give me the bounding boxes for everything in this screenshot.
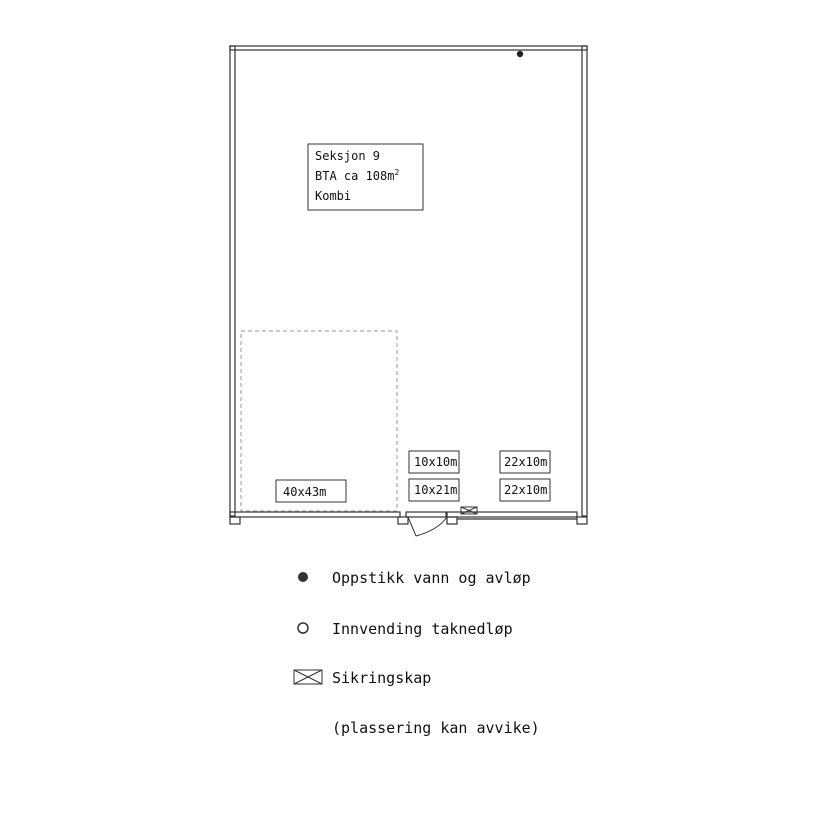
legend-note: (plassering kan avvike) (332, 719, 540, 737)
port-label-1: 10x10m (408, 450, 460, 474)
wall-stub-right (576, 516, 588, 525)
left-wall (229, 45, 236, 517)
door-swing-arc (415, 516, 448, 537)
top-wall (229, 45, 588, 51)
svg-text:40x43m: 40x43m (283, 485, 326, 499)
section-name: Seksjon 9 (315, 149, 380, 163)
svg-text:22x10m: 22x10m (504, 483, 547, 497)
entry-door (407, 516, 448, 537)
legend: Oppstikk vann og avløp Innvending takned… (293, 569, 540, 737)
section-area: BTA ca 108m2 (315, 168, 399, 183)
legend-item-water: Oppstikk vann og avløp (332, 569, 531, 587)
filled-dot-icon (298, 572, 308, 582)
port-label-2: 10x21m (408, 478, 460, 502)
svg-text:10x10m: 10x10m (414, 455, 457, 469)
bottom-wall-mid (405, 511, 447, 518)
bottom-wall-left (229, 511, 401, 518)
port-label-4: 22x10m (499, 478, 551, 502)
wall-stub-door-left (397, 516, 409, 525)
legend-item-fuse: Sikringskap (332, 669, 431, 687)
bottom-wall-right (446, 511, 578, 518)
section-label: Seksjon 9 BTA ca 108m2 Kombi (307, 143, 424, 211)
port-label-large: 40x43m (275, 479, 347, 503)
legend-item-drain: Innvending taknedløp (332, 620, 513, 638)
wall-stub-left (229, 516, 241, 525)
fuse-box-icon (293, 669, 323, 685)
svg-text:10x21m: 10x21m (414, 483, 457, 497)
filled-dot-icon (516, 50, 524, 58)
dashed-zone (240, 330, 398, 512)
wall-stub-door-right (446, 516, 458, 525)
door-leaf (407, 516, 417, 537)
fuse-box-icon (460, 506, 478, 515)
section-type: Kombi (315, 189, 351, 203)
right-wall (581, 45, 588, 517)
port-label-3: 22x10m (499, 450, 551, 474)
svg-text:22x10m: 22x10m (504, 455, 547, 469)
hollow-circle-icon (297, 622, 309, 634)
building-walls (229, 45, 588, 525)
